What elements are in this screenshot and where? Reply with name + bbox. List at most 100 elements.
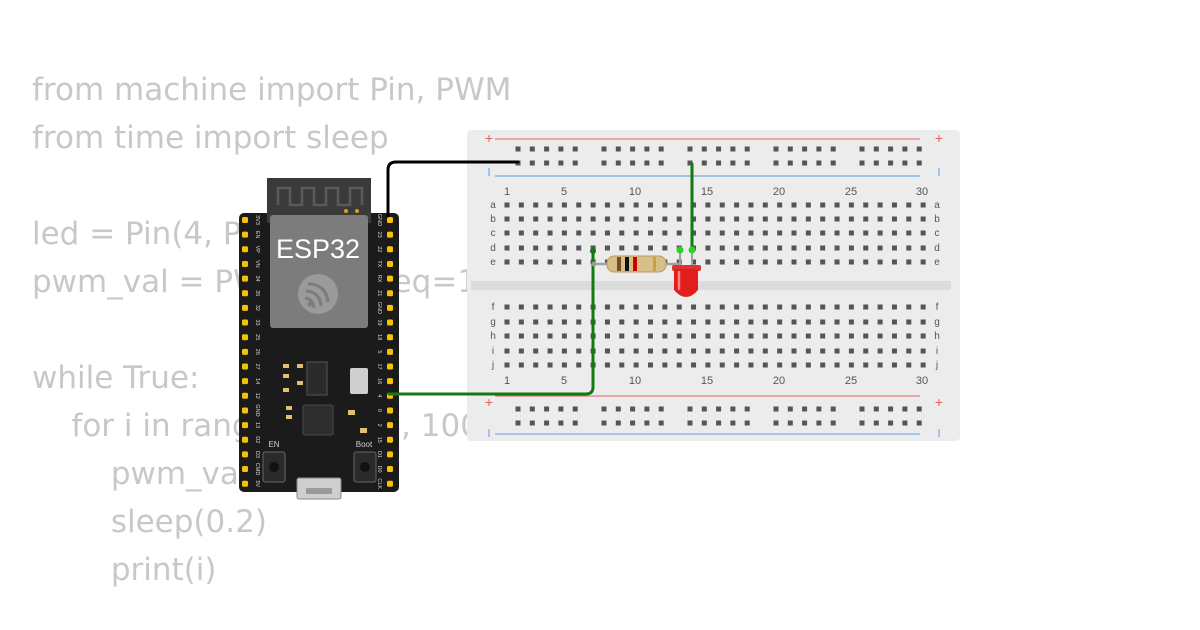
header-pin[interactable] — [387, 275, 393, 282]
breadboard-hole[interactable] — [691, 333, 697, 339]
breadboard-hole[interactable] — [834, 348, 840, 354]
breadboard-hole[interactable] — [820, 319, 826, 325]
breadboard-hole[interactable] — [920, 319, 926, 325]
breadboard-hole[interactable] — [777, 216, 783, 222]
breadboard-hole[interactable] — [820, 333, 826, 339]
breadboard-hole[interactable] — [716, 420, 722, 426]
breadboard-hole[interactable] — [544, 406, 550, 412]
breadboard-hole[interactable] — [691, 259, 697, 265]
breadboard-hole[interactable] — [662, 216, 668, 222]
breadboard-hole[interactable] — [619, 348, 625, 354]
header-pin[interactable] — [387, 422, 393, 429]
breadboard-hole[interactable] — [863, 230, 869, 236]
breadboard-hole[interactable] — [504, 333, 510, 339]
header-pin[interactable] — [387, 260, 393, 267]
breadboard-hole[interactable] — [691, 216, 697, 222]
breadboard-hole[interactable] — [920, 202, 926, 208]
breadboard-hole[interactable] — [648, 362, 653, 368]
breadboard-hole[interactable] — [877, 362, 883, 368]
breadboard-hole[interactable] — [730, 420, 736, 426]
header-pin[interactable] — [242, 378, 248, 385]
breadboard-hole[interactable] — [920, 230, 926, 236]
breadboard-hole[interactable] — [906, 230, 912, 236]
breadboard-hole[interactable] — [848, 245, 854, 251]
breadboard-hole[interactable] — [791, 245, 797, 251]
breadboard-hole[interactable] — [719, 202, 725, 208]
breadboard-hole[interactable] — [730, 160, 736, 166]
breadboard-hole[interactable] — [687, 406, 693, 412]
breadboard-hole[interactable] — [777, 319, 783, 325]
breadboard-hole[interactable] — [561, 348, 567, 354]
breadboard-hole[interactable] — [848, 259, 854, 265]
breadboard-hole[interactable] — [777, 362, 783, 368]
breadboard-hole[interactable] — [518, 216, 524, 222]
breadboard-hole[interactable] — [576, 362, 582, 368]
breadboard-hole[interactable] — [805, 319, 811, 325]
breadboard-hole[interactable] — [902, 406, 908, 412]
breadboard-hole[interactable] — [633, 362, 639, 368]
breadboard-hole[interactable] — [716, 146, 722, 152]
breadboard-hole[interactable] — [830, 160, 836, 166]
breadboard-hole[interactable] — [820, 304, 826, 310]
breadboard-hole[interactable] — [891, 259, 897, 265]
breadboard-hole[interactable] — [834, 202, 840, 208]
breadboard-hole[interactable] — [863, 245, 869, 251]
breadboard-hole[interactable] — [633, 245, 639, 251]
breadboard-hole[interactable] — [820, 230, 826, 236]
breadboard-hole[interactable] — [576, 216, 582, 222]
breadboard-hole[interactable] — [848, 304, 854, 310]
breadboard-hole[interactable] — [633, 319, 639, 325]
breadboard-hole[interactable] — [787, 146, 793, 152]
breadboard-hole[interactable] — [590, 202, 596, 208]
breadboard-hole[interactable] — [515, 406, 521, 412]
breadboard-hole[interactable] — [576, 202, 582, 208]
breadboard-hole[interactable] — [719, 304, 725, 310]
breadboard-hole[interactable] — [859, 406, 865, 412]
breadboard-hole[interactable] — [877, 319, 883, 325]
breadboard-hole[interactable] — [877, 245, 883, 251]
breadboard-hole[interactable] — [805, 333, 811, 339]
breadboard-hole[interactable] — [676, 348, 682, 354]
breadboard-hole[interactable] — [572, 406, 578, 412]
breadboard-hole[interactable] — [902, 146, 908, 152]
breadboard-hole[interactable] — [748, 245, 754, 251]
breadboard-hole[interactable] — [547, 304, 553, 310]
breadboard-hole[interactable] — [906, 333, 912, 339]
breadboard-hole[interactable] — [705, 245, 711, 251]
breadboard-hole[interactable] — [561, 304, 567, 310]
breadboard-hole[interactable] — [687, 160, 693, 166]
breadboard-hole[interactable] — [734, 319, 740, 325]
breadboard-hole[interactable] — [687, 420, 693, 426]
breadboard-hole[interactable] — [547, 362, 553, 368]
breadboard-hole[interactable] — [848, 230, 854, 236]
breadboard-hole[interactable] — [619, 319, 625, 325]
breadboard-hole[interactable] — [830, 406, 836, 412]
breadboard-hole[interactable] — [891, 230, 897, 236]
breadboard-hole[interactable] — [518, 348, 524, 354]
header-pin[interactable] — [387, 466, 393, 473]
breadboard-hole[interactable] — [676, 362, 682, 368]
breadboard-hole[interactable] — [777, 333, 783, 339]
breadboard-hole[interactable] — [791, 202, 797, 208]
breadboard-hole[interactable] — [734, 216, 740, 222]
breadboard-hole[interactable] — [848, 333, 854, 339]
breadboard-hole[interactable] — [615, 146, 621, 152]
header-pin[interactable] — [242, 480, 248, 487]
breadboard-hole[interactable] — [830, 420, 836, 426]
breadboard-hole[interactable] — [576, 230, 582, 236]
breadboard-hole[interactable] — [533, 216, 539, 222]
breadboard-hole[interactable] — [834, 259, 840, 265]
breadboard-hole[interactable] — [590, 245, 596, 251]
header-pin[interactable] — [387, 304, 393, 311]
breadboard-hole[interactable] — [633, 333, 639, 339]
breadboard-hole[interactable] — [906, 362, 912, 368]
breadboard-hole[interactable] — [561, 216, 567, 222]
breadboard-hole[interactable] — [877, 333, 883, 339]
breadboard-hole[interactable] — [561, 230, 567, 236]
breadboard-hole[interactable] — [791, 348, 797, 354]
breadboard-hole[interactable] — [604, 333, 610, 339]
breadboard-hole[interactable] — [705, 319, 711, 325]
breadboard-hole[interactable] — [863, 216, 869, 222]
header-pin[interactable] — [242, 334, 248, 341]
